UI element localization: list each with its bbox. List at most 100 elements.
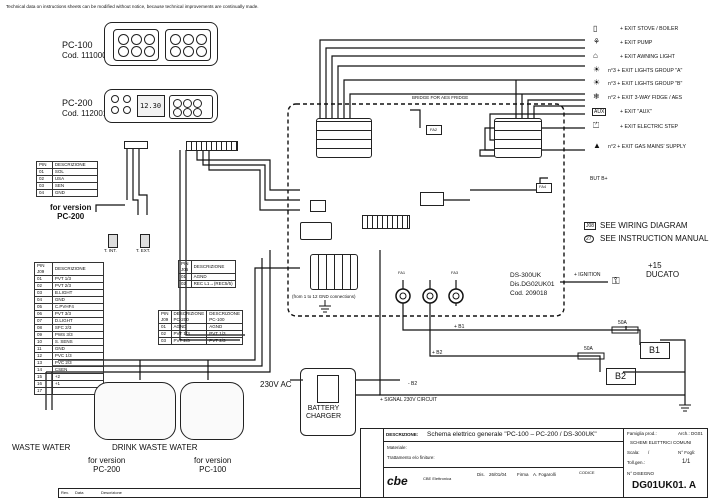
tb-codice: CODICE (579, 470, 595, 475)
output-item: n°2 + EXIT 3-WAY FIDGE / AES (608, 95, 683, 101)
ignition-label: + IGNITION (574, 272, 601, 278)
fuse-fa3-label: FA3 (451, 270, 459, 275)
control-unit-outline (287, 103, 565, 317)
pin-cell: 04 (36, 189, 53, 197)
version-pc200-label: for version PC-200 (50, 203, 92, 221)
legend-manual-text: SEE INSTRUCTION MANUAL (600, 234, 709, 243)
ducato-name: DUCATO (646, 270, 680, 279)
pc100-panel (104, 22, 218, 66)
output-item: + EXIT STOVE / BOILER (620, 26, 679, 32)
pc200-sensor-connector (124, 141, 148, 149)
battery-b2: B2 (606, 368, 636, 385)
tb-code: DG01UK01. A (632, 480, 697, 491)
cbe-logo: cbe (387, 474, 408, 488)
tb-toll: Toll.gen.: (627, 460, 646, 465)
tb-title: Schema elettrico generale "PC-100 – PC-2… (427, 431, 597, 438)
pc100-name: PC-100 (62, 40, 93, 50)
lights-a-icon: ☀ (593, 65, 601, 74)
tb-scale: / (648, 450, 650, 455)
connector-j08 (494, 118, 542, 158)
drink-waste-label: DRINK WASTE WATER (112, 443, 198, 452)
step-icon: ⏍ (593, 121, 600, 130)
plus-b1-label: + B1 (454, 324, 465, 330)
notice-text: Technical data on instructions sheets ca… (6, 4, 259, 9)
fuse-fa4-label: FA4 (539, 184, 547, 189)
connector-j09 (362, 215, 410, 229)
desc-cell: GND (51, 189, 99, 197)
legend-manual-key: 27 (584, 235, 594, 243)
connector-j01 (316, 118, 372, 158)
desc-cell: USA (51, 175, 99, 183)
plus-b2-label: + B2 (432, 350, 443, 356)
tb-sheet: 1/1 (682, 459, 691, 465)
tb-desc-label: DESCRIZIONE: (386, 432, 419, 437)
tb-treatment: Trattamento e/o finiture: (387, 455, 435, 460)
for-pc200-label: for version PC-200 (88, 456, 126, 474)
pin-cell: 02 (36, 175, 53, 183)
tb-family-label: Famiglia prod.: (627, 431, 657, 436)
unit-dis: Dis.DG02UK01 (510, 281, 555, 288)
waste-water-label: WASTE WATER (12, 443, 71, 452)
fuse-50a-1-label: 50A (618, 320, 627, 326)
battery-b2-label: B2 (615, 371, 627, 381)
output-item: n°3 + EXIT LIGHTS GROUP "B" (608, 81, 683, 87)
connector-fa2 (426, 125, 442, 135)
j09-compare-table: PIN J09 DESCRIZIONE PC-200 DESCRIZIONE P… (158, 310, 244, 345)
output-item: + EXIT ELECTRIC STEP (620, 124, 678, 130)
pump-icon: ⚘ (593, 37, 601, 46)
unit-name: DS-300UK (510, 272, 542, 279)
ac-label: 230V AC (260, 380, 292, 389)
fridge-icon: ❄ (593, 92, 600, 101)
fuse-fa1-label: FA1 (398, 270, 406, 275)
output-item: + EXIT "AUX" (620, 109, 652, 115)
ducato-plus: +15 (648, 261, 662, 270)
fuse-fa2-label: FA2 (430, 127, 438, 132)
temp-sensor-int (108, 234, 118, 248)
revision-strip: Rev. Data Descrizione (58, 488, 361, 498)
awning-light-icon: ⌂ (593, 51, 598, 60)
tb-scale-label: Scala: (627, 450, 640, 455)
tb-firm: A. Fogarolli (533, 472, 556, 477)
rev-label: Rev. (61, 490, 69, 495)
t-ext-label: T. EXT. (136, 248, 151, 253)
but-label: BUT B+ (590, 176, 608, 182)
pin-header: PIN J09 (34, 262, 53, 276)
pc100-code: Cod. 111000 (62, 51, 107, 60)
desc-header: DESCRIZIONE (51, 161, 99, 169)
desc-cell: SOL (51, 168, 99, 176)
fuse-50a-2-label: 50A (584, 346, 593, 352)
t-int-label: T. INT. (104, 248, 117, 253)
gnd-connections-label: (from 1 to 12 GND connections) (292, 294, 356, 299)
aux-icon: AUX (592, 108, 607, 116)
connector-fa4 (536, 183, 552, 193)
unit-code: Cod. 209018 (510, 290, 548, 297)
tb-material: Materiale: (387, 445, 407, 450)
tb-date: 26/01/04 (489, 472, 507, 477)
pin-cell: 01 (36, 168, 53, 176)
charger-name: BATTERY CHARGER (306, 405, 342, 420)
pc200-display-value: 12.30 (140, 102, 162, 110)
title-block: DESCRIZIONE: Schema elettrico generale "… (360, 428, 708, 498)
tb-company: CBE Elettronica (423, 476, 452, 481)
lights-b-icon: ☀ (593, 78, 601, 87)
pc200-name: PC-200 (62, 98, 93, 108)
tb-dis-label: Dis. (477, 472, 485, 477)
output-item: + EXIT PUMP (620, 40, 653, 46)
tb-sheet-label: N° Fogli: (678, 450, 696, 455)
output-list: + EXIT STOVE / BOILER + EXIT PUMP + EXIT… (590, 24, 708, 156)
desc-header: DESCRIZIONE (51, 262, 105, 276)
temp-sensor-ext (140, 234, 150, 248)
output-item: n°2 + EXIT GAS MAINS' SUPPLY (608, 144, 686, 150)
connector-j06 (300, 222, 332, 240)
connector-gnd-block (310, 254, 358, 290)
desc-col-label: Descrizione (101, 490, 122, 495)
pc200-main-connector (186, 141, 238, 151)
gas-icon: ▲ (593, 141, 601, 150)
battery-b1: B1 (640, 342, 670, 359)
tb-firm-label: Firma (517, 472, 529, 477)
minus-b2-label: - B2 (408, 381, 418, 387)
tb-family: SCHEMI ELETTRICI COMUNI (630, 440, 692, 445)
signal-label: + SIGNAL 230V CIRCUIT (380, 397, 438, 403)
